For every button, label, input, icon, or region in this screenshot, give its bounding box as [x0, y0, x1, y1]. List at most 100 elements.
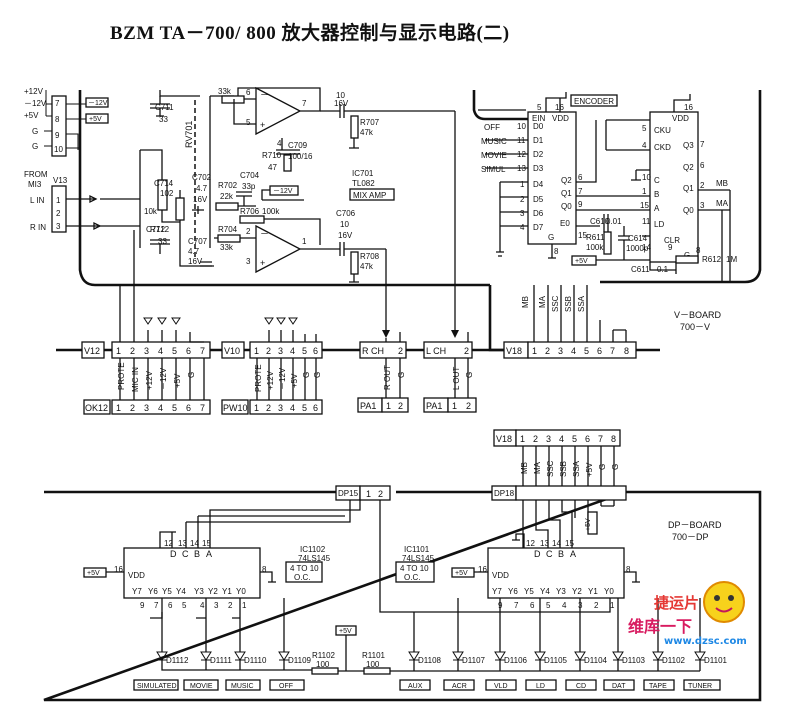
svg-text:700－DP: 700－DP [672, 532, 709, 542]
svg-text:5: 5 [572, 434, 577, 444]
svg-text:MB: MB [716, 179, 728, 188]
svg-text:－12V: －12V [159, 367, 168, 390]
svg-text:VLD: VLD [494, 683, 508, 690]
svg-text:C702: C702 [192, 173, 212, 182]
svg-text:D1105: D1105 [544, 656, 568, 665]
svg-text:TUNER: TUNER [688, 683, 712, 690]
svg-text:1: 1 [520, 180, 525, 189]
svg-text:G: G [187, 372, 196, 378]
supply-labels: +12V －12V +5V G G FROM MI3 L IN R IN [24, 87, 48, 232]
svg-text:4: 4 [290, 346, 295, 356]
svg-text:13: 13 [540, 539, 549, 548]
svg-text:5: 5 [546, 601, 551, 610]
svg-text:10: 10 [54, 145, 63, 154]
svg-text:R708: R708 [360, 252, 380, 261]
svg-text:D2: D2 [533, 150, 544, 159]
svg-text:MIC IN: MIC IN [131, 367, 140, 392]
svg-text:5: 5 [302, 403, 307, 413]
svg-text:CKU: CKU [654, 126, 671, 135]
svg-text:IC701: IC701 [352, 169, 374, 178]
svg-text:4.7: 4.7 [196, 184, 208, 193]
svg-text:3: 3 [144, 403, 149, 413]
svg-text:B: B [654, 190, 659, 199]
v10-connector: V10 1 2 3 4 5 6 PROTE +12V －12V +5V G G … [221, 317, 323, 415]
svg-text:V12: V12 [84, 346, 100, 356]
svg-text:14: 14 [190, 539, 199, 548]
svg-text:MA: MA [538, 295, 547, 308]
svg-text:11: 11 [517, 136, 526, 145]
svg-text:D1102: D1102 [662, 656, 686, 665]
svg-text:2: 2 [130, 403, 135, 413]
svg-text:D3: D3 [533, 164, 544, 173]
svg-text:D1103: D1103 [622, 656, 646, 665]
svg-text:4 TO 10: 4 TO 10 [290, 564, 319, 573]
v13-connector: 7 8 9 10 1 2 3 V13 [51, 95, 68, 233]
svg-text:C610: C610 [590, 217, 610, 226]
v12-connector: V12 1 2 3 4 5 6 7 PROTE MIC IN +12V －12V… [81, 230, 211, 415]
svg-text:Q0: Q0 [561, 202, 572, 211]
svg-text:G: G [32, 142, 38, 151]
svg-text:7: 7 [610, 346, 615, 356]
svg-text:－12V: －12V [278, 367, 287, 390]
svg-text:+5V: +5V [89, 116, 102, 123]
svg-text:1: 1 [116, 346, 121, 356]
svg-text:10: 10 [517, 122, 526, 131]
svg-text:SSB: SSB [559, 461, 568, 477]
svg-text:2: 2 [466, 401, 471, 411]
svg-text:16: 16 [684, 103, 693, 112]
svg-text:O.C.: O.C. [294, 573, 310, 582]
led-row-right: D1108 D1107 D1106 D1105 D1104 D1103 D110… [390, 598, 728, 672]
svg-text:13: 13 [178, 539, 187, 548]
svg-text:SSA: SSA [572, 460, 581, 477]
svg-text:12: 12 [164, 539, 173, 548]
svg-text:O.C.: O.C. [404, 573, 420, 582]
svg-text:9: 9 [55, 131, 60, 140]
svg-text:4: 4 [158, 346, 163, 356]
svg-text:6: 6 [530, 601, 535, 610]
counter-ic: VDD CKU CKD C B A LD CLR G Q3 Q2 Q1 Q0 [649, 111, 699, 263]
svg-text:FROM: FROM [24, 170, 48, 179]
svg-text:5: 5 [584, 346, 589, 356]
svg-text:7: 7 [598, 434, 603, 444]
svg-text:D6: D6 [533, 209, 544, 218]
svg-text:10: 10 [340, 220, 349, 229]
svg-text:2: 2 [520, 195, 525, 204]
svg-text:D1104: D1104 [584, 656, 608, 665]
svg-text:6: 6 [585, 434, 590, 444]
svg-text:Y1: Y1 [222, 587, 232, 596]
svg-text:V10: V10 [224, 346, 240, 356]
svg-text:Q2: Q2 [561, 176, 572, 185]
svg-text:22k: 22k [220, 192, 234, 201]
svg-text:15: 15 [640, 201, 649, 210]
svg-text:3: 3 [246, 257, 251, 266]
svg-text:G: G [32, 127, 38, 136]
svg-text:Y3: Y3 [556, 587, 566, 596]
svg-text:A: A [570, 549, 576, 559]
svg-text:D1109: D1109 [288, 656, 312, 665]
svg-text:MUSIC: MUSIC [481, 137, 507, 146]
svg-text:+: + [260, 120, 265, 130]
svg-text:100k: 100k [262, 207, 280, 216]
svg-text:10: 10 [642, 173, 651, 182]
svg-text:MI3: MI3 [28, 180, 42, 189]
svg-text:VDD: VDD [128, 571, 145, 580]
svg-text:VDD: VDD [552, 114, 569, 123]
svg-text:2: 2 [266, 403, 271, 413]
v-board-bus: MB MA SSC SSB SSA V－BOARD 700－V [488, 285, 722, 352]
svg-text:33: 33 [158, 237, 167, 246]
svg-text:R OUT: R OUT [383, 365, 392, 390]
svg-text:Y4: Y4 [540, 587, 550, 596]
svg-text:D: D [170, 549, 177, 559]
svg-text:Q0: Q0 [683, 206, 694, 215]
encoder-tag: ENCODER [574, 97, 614, 106]
svg-text:Q1: Q1 [683, 184, 694, 193]
svg-text:0.01: 0.01 [606, 217, 622, 226]
svg-text:+5V: +5V [87, 570, 100, 577]
diagram-title: BZM TA－700/ 800 放大器控制与显示电路(二) [110, 23, 510, 44]
svg-text:OFF: OFF [279, 683, 293, 690]
svg-text:2: 2 [56, 209, 61, 218]
svg-text:R612: R612 [702, 255, 722, 264]
svg-text:5: 5 [182, 601, 187, 610]
svg-text:C: C [546, 549, 553, 559]
